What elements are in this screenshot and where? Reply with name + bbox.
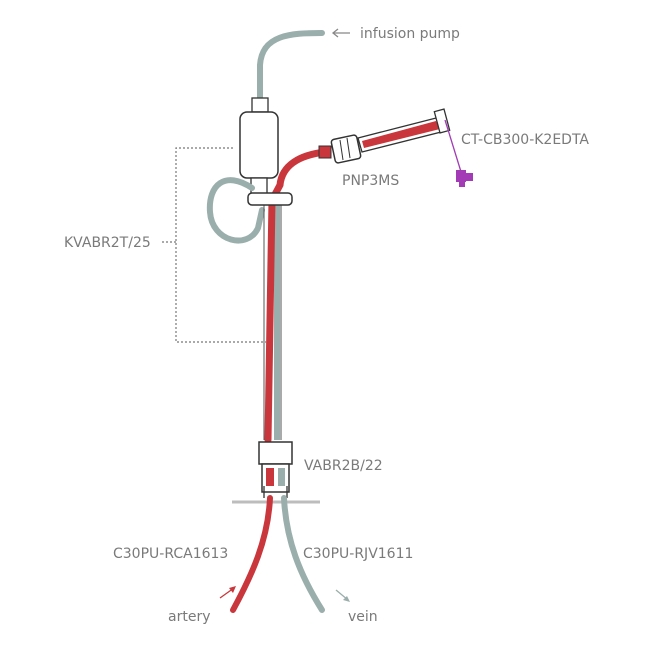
label-kvabr: KVABR2T/25 [64,235,151,251]
vein-arrow-icon [335,589,350,602]
reservoir-body [239,111,279,179]
label-artery: artery [168,609,210,625]
label-ctcb: CT-CB300-K2EDTA [461,132,589,148]
label-infusion-pump: infusion pump [360,26,460,42]
syringe [357,108,451,153]
vabr-connector [258,441,293,498]
kvabr-bracket [175,147,266,343]
infusion-connector [251,97,269,113]
label-vein: vein [348,609,378,625]
blood-tube [264,148,329,444]
artery-line [230,495,273,613]
crossbar-clamp [247,192,293,206]
vein-line [281,495,325,613]
pnp3ms-connector [318,134,362,164]
infusion-line [257,30,325,103]
artery-arrow-icon [219,586,236,599]
label-pnp: PNP3MS [342,173,399,189]
sampler-icon [444,119,473,187]
label-vabr: VABR2B/22 [304,458,383,474]
label-rca: C30PU-RCA1613 [113,546,228,562]
label-rjv: C30PU-RJV1611 [303,546,413,562]
infusion-arrow-icon [331,28,350,38]
loop-tube [206,177,265,244]
